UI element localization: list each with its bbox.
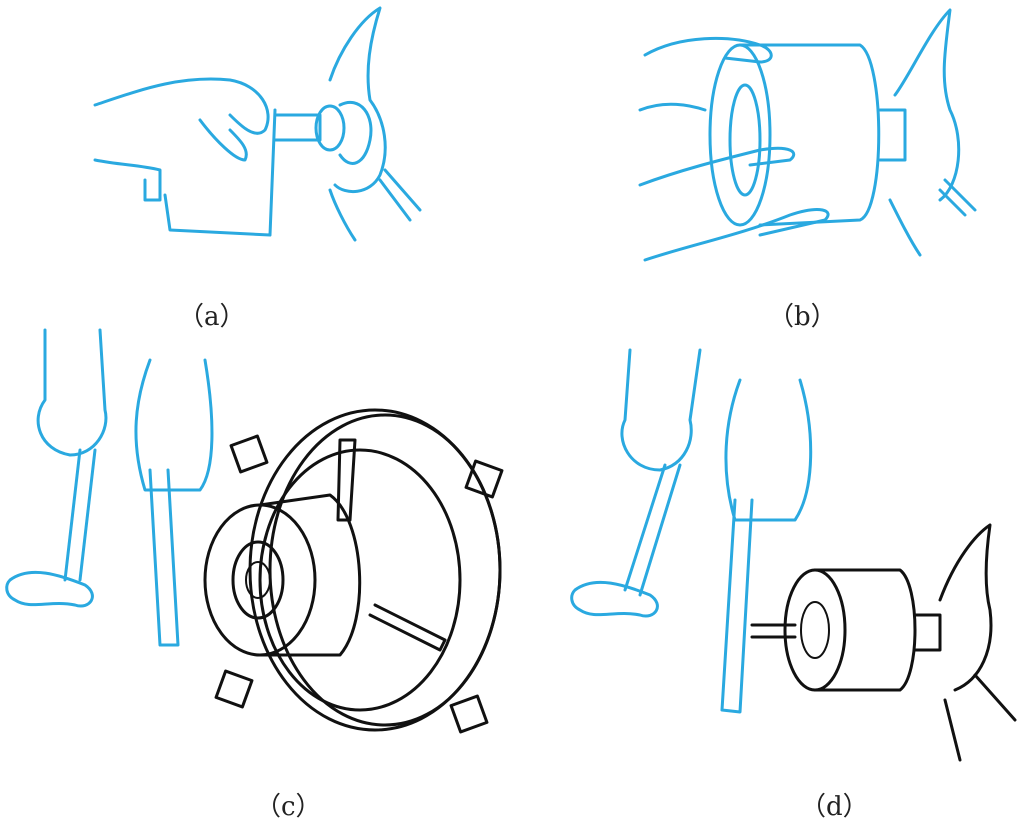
hand-with-cloth: [93, 77, 277, 237]
panel-label-a: （a）: [178, 302, 246, 332]
chisel-hand: [720, 378, 813, 714]
end-cap-with-bearing: [203, 408, 504, 734]
hammer-hand: [570, 348, 702, 618]
panel-label-c: （c）: [255, 792, 322, 822]
panel-c-illustration: [5, 328, 504, 734]
rotor-shaft-end-cap: [750, 523, 1017, 762]
hands-holding-rotor: [638, 36, 830, 262]
rotor-and-end-cap: [708, 8, 977, 257]
panel-label-b: （b）: [768, 302, 837, 332]
chisel-hand: [134, 358, 214, 647]
hammer-hand: [5, 328, 108, 608]
shaft-and-end-cap: [273, 6, 422, 242]
panel-a-illustration: [93, 6, 422, 242]
panel-b-illustration: [638, 8, 977, 262]
panel-d-illustration: [570, 348, 1017, 762]
panel-label-d: （d）: [800, 792, 869, 822]
